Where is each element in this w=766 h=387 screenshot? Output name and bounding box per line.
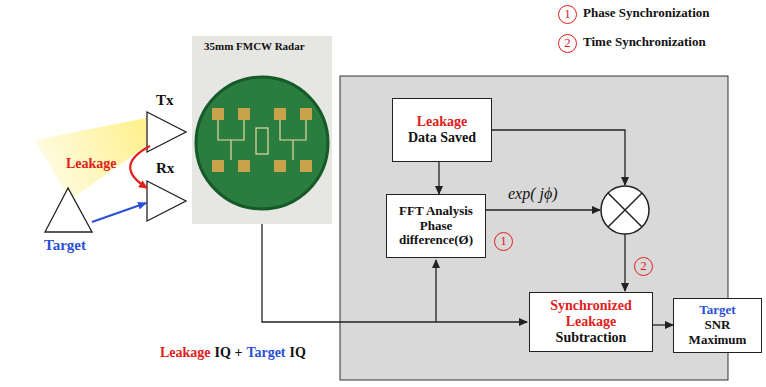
signal-label: Leakage — [160, 345, 211, 361]
signal-label: exp( jϕ) — [508, 185, 558, 203]
process-box: FFT Analysis Phase difference(Ø) — [386, 194, 486, 258]
target-shape — [45, 188, 92, 232]
flow-arrow — [653, 324, 673, 325]
multiplier-symbol — [601, 186, 649, 234]
callout-number: 1 — [494, 232, 513, 251]
radar-pcb — [196, 77, 328, 209]
callout-number: 1 — [558, 5, 577, 24]
antenna-label: Tx — [156, 92, 174, 109]
part-label: 35mm FMCW Radar — [204, 40, 305, 53]
multiplier-cross — [608, 193, 642, 227]
target-label: Target — [44, 237, 86, 254]
target-echo-line — [92, 203, 146, 222]
processing-panel — [340, 76, 728, 380]
legend-text: Time Synchronization — [583, 35, 706, 50]
leakage-arrow — [130, 146, 150, 188]
output-box: TargetSNR Maximum — [673, 298, 762, 353]
antenna-label: Rx — [156, 160, 174, 177]
node-text: SNR Maximum — [678, 318, 757, 348]
leakage-label: Leakage — [66, 156, 117, 172]
signal-label: Target — [246, 345, 285, 361]
iq-branch — [435, 260, 436, 322]
signal-label: IQ — [290, 345, 306, 361]
process-box: Synchronized LeakageSubtraction — [529, 292, 653, 352]
tx-antenna — [147, 112, 186, 152]
node-text: Leakage — [417, 114, 468, 130]
tx-beam — [35, 118, 146, 200]
node-text: Synchronized Leakage — [534, 298, 648, 330]
flow-arrow — [438, 162, 439, 194]
node-text: FFT Analysis Phase difference(Ø) — [391, 204, 481, 249]
antenna-patches — [212, 108, 312, 172]
node-text: Subtraction — [556, 330, 627, 346]
callout-number: 2 — [634, 257, 653, 276]
rx-antenna — [147, 181, 186, 221]
radar-photo-ground — [192, 36, 332, 224]
callout-number: 2 — [558, 34, 577, 53]
node-text: Data Saved — [408, 130, 476, 146]
leakage-to-mixer — [492, 130, 625, 185]
mixer-to-subtraction — [624, 234, 625, 291]
storage-box: LeakageData Saved — [392, 98, 492, 162]
legend-text: Phase Synchronization — [583, 6, 710, 21]
feed-lines — [218, 120, 306, 160]
signal-caption: LeakageIQ +Target IQ — [160, 345, 306, 361]
phase-to-mixer — [486, 209, 600, 210]
node-text: Target — [699, 303, 735, 318]
signal-label: IQ + — [215, 345, 243, 361]
